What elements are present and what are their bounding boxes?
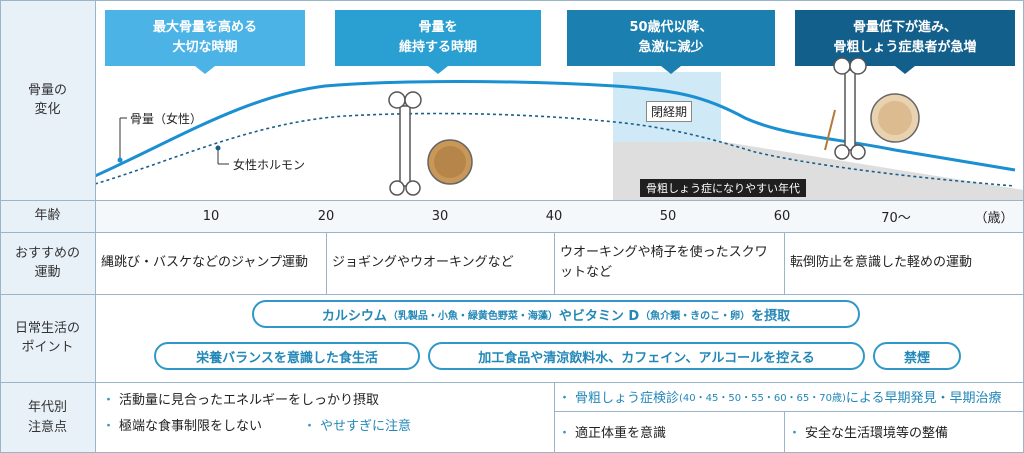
note-no-extreme-diet: ・極端な食事制限をしない bbox=[102, 418, 263, 434]
exercise-teens: 縄跳び・バスケなどのジャンプ運動 bbox=[101, 254, 308, 270]
stage-4-box bbox=[795, 10, 1015, 66]
pill-balanced-diet: 栄養バランスを意識した食生活 bbox=[154, 342, 420, 370]
age-tick: 20 bbox=[317, 208, 335, 224]
stage-3-box bbox=[567, 10, 775, 66]
menopause-label: 閉経期 bbox=[646, 101, 693, 122]
note-energy: ・活動量に見合ったエネルギーをしっかり摂取 bbox=[102, 392, 380, 408]
pill-limit-processed: 加工食品や清涼飲料水、カフェイン、アルコールを控える bbox=[428, 342, 865, 370]
note-osteoporosis-screening: ・骨粗しょう症検診(40・45・50・55・60・65・70歳)による早期発見・… bbox=[558, 390, 1002, 406]
stage-3-label: 50歳代以降、 急激に減少 bbox=[629, 19, 713, 55]
female-hormone-line bbox=[95, 112, 1016, 187]
stage-4-label: 骨量低下が進み、 骨粗しょう症患者が急増 bbox=[833, 19, 977, 55]
pill-no-smoking: 禁煙 bbox=[873, 342, 961, 370]
age-tick: 70〜 bbox=[881, 210, 911, 226]
row-label-notes: 年代別 注意点 bbox=[0, 382, 95, 453]
healthy-bone-illustration bbox=[388, 91, 473, 196]
note-proper-weight: ・適正体重を意識 bbox=[558, 425, 667, 441]
osteoporosis-zone-label: 骨粗しょう症になりやすい年代 bbox=[640, 179, 806, 197]
note-safe-environment: ・安全な生活環境等の整備 bbox=[788, 425, 949, 441]
pill-calcium-vitamin-d: カルシウム（乳製品・小魚・緑黄色野菜・海藻）やビタミン D（魚介類・きのこ・卵）… bbox=[252, 300, 860, 328]
exercise-twenties-thirties: ジョギングやウオーキングなど bbox=[332, 254, 514, 270]
stage-1-box bbox=[105, 10, 305, 66]
female-hormone-label: 女性ホルモン bbox=[233, 158, 306, 172]
exercise-sixties-plus: 転倒防止を意識した軽めの運動 bbox=[790, 254, 973, 270]
bone-mass-label: 骨量（女性） bbox=[130, 112, 203, 126]
stage-2-box bbox=[335, 10, 541, 66]
age-tick: 40 bbox=[545, 208, 563, 224]
row-label-age: 年齢 bbox=[0, 200, 95, 232]
age-tick: 60 bbox=[773, 208, 791, 224]
age-row bbox=[95, 200, 1024, 232]
age-tick: 10 bbox=[202, 208, 220, 224]
age-tick: 50 bbox=[659, 208, 677, 224]
row-label-daily: 日常生活の ポイント bbox=[0, 294, 95, 382]
stage-1-label: 最大骨量を高める 大切な時期 bbox=[152, 19, 257, 55]
stage-2-label: 骨量を 維持する時期 bbox=[398, 19, 477, 55]
note-not-too-thin: ・やせすぎに注意 bbox=[303, 418, 412, 434]
age-tick: 30 bbox=[431, 208, 449, 224]
exercise-fifties: ウオーキングや椅子を使ったスクワットなど bbox=[560, 244, 768, 280]
age-unit: （歳） bbox=[974, 210, 1014, 226]
bone-mass-line bbox=[95, 80, 1016, 178]
row-label-bone-change: 骨量の 変化 bbox=[0, 0, 95, 200]
fragile-bone-illustration bbox=[824, 57, 920, 160]
bone-chart bbox=[95, 10, 1024, 200]
row-label-exercise: おすすめの 運動 bbox=[0, 232, 95, 294]
